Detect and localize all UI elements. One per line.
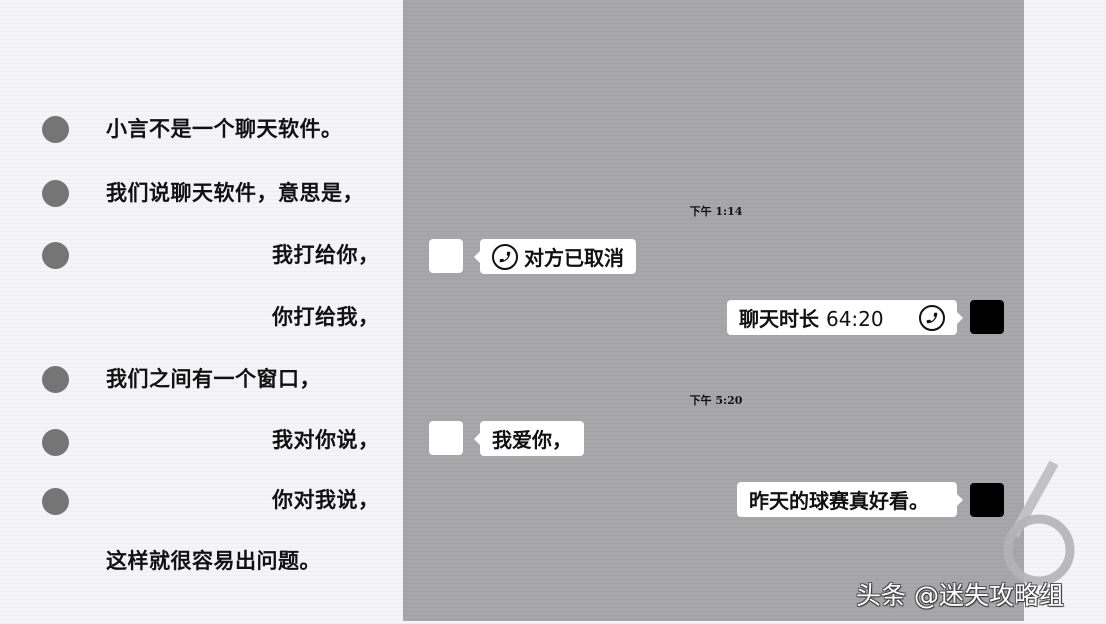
message-bubble-call-cancelled: 对方已取消 (474, 239, 636, 274)
poem-line: 我们说聊天软件，意思是， (106, 180, 364, 205)
message-text: 昨天的球赛真好看。 (749, 489, 929, 513)
white-avatar (429, 421, 463, 455)
message-bubble-call-duration: 聊天时长 64:20 (727, 300, 963, 335)
poem-line: 你打给我， (272, 304, 380, 329)
timestamp: 下午 1:14 (689, 205, 743, 218)
bullet-dot (42, 429, 69, 456)
poem-line: 你对我说， (272, 487, 380, 512)
poem-line: 我打给你， (272, 242, 380, 267)
message-bubble-love: 我爱你， (474, 421, 584, 456)
chat-panel: 下午 1:14 对方已取消 聊天时长 64:20 下午 5:20 我爱你， 昨天… (403, 0, 1024, 621)
black-avatar (970, 483, 1004, 517)
call-duration-value: 64:20 (825, 307, 884, 331)
message-text: 对方已取消 (524, 246, 624, 270)
poem-line: 我对你说， (272, 427, 380, 452)
timestamp: 下午 5:20 (689, 394, 743, 407)
message-bubble-game: 昨天的球赛真好看。 (737, 482, 963, 517)
bullet-dot (42, 488, 69, 515)
black-avatar (970, 300, 1004, 334)
bullet-dot (42, 366, 69, 393)
poem-line: 小言不是一个聊天软件。 (106, 116, 343, 141)
bullet-dot (42, 180, 69, 207)
poem-line: 我们之间有一个窗口， (106, 366, 321, 391)
message-text: 我爱你， (492, 428, 572, 452)
message-text: 聊天时长 (739, 307, 819, 331)
bullet-dot (42, 242, 69, 269)
phone-icon (492, 243, 518, 270)
slide-number (992, 455, 1082, 590)
white-avatar (429, 239, 463, 273)
poem-line: 这样就很容易出问题。 (106, 548, 321, 573)
watermark: 头条 @迷失攻略组 (856, 581, 1064, 610)
bullet-dot (42, 116, 69, 143)
phone-icon (919, 304, 945, 331)
